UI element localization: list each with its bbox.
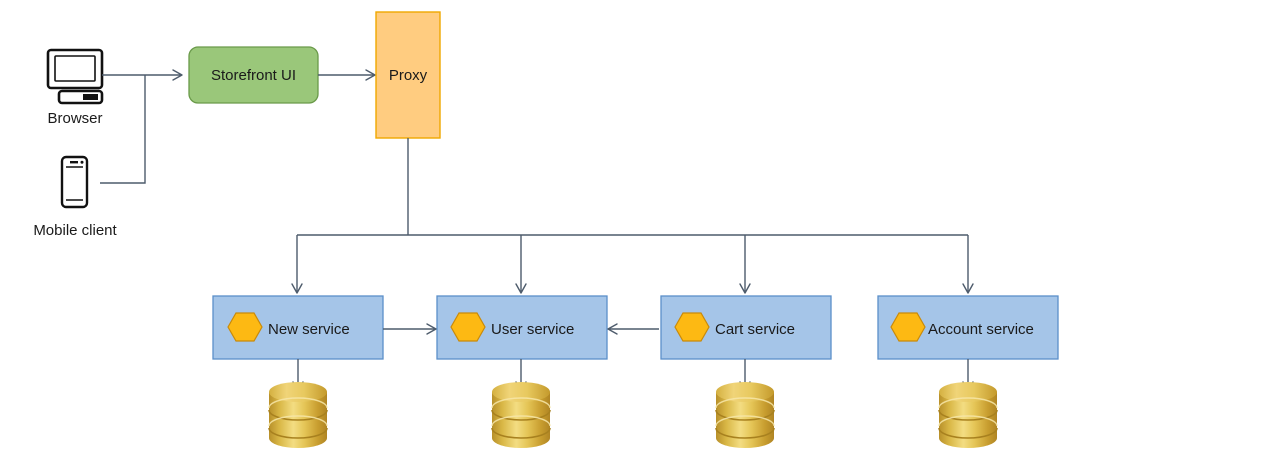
service-node-new-service[interactable]: New service bbox=[212, 295, 384, 360]
service-node-cart-service[interactable]: Cart service bbox=[660, 295, 832, 360]
edge-proxy-to-account-service bbox=[962, 235, 974, 294]
edge-browser-to-storefront bbox=[102, 69, 183, 81]
database-icon-new-service[interactable] bbox=[268, 381, 328, 449]
mobile-phone-icon bbox=[60, 155, 89, 209]
hexagon-icon bbox=[450, 312, 486, 342]
hexagon-icon bbox=[674, 312, 710, 342]
database-icon-cart-service[interactable] bbox=[715, 381, 775, 449]
edge-proxy-to-new-service bbox=[291, 235, 303, 294]
edge-proxy-to-cart-service bbox=[739, 235, 751, 294]
client-label-browser: Browser bbox=[47, 110, 102, 127]
node-proxy[interactable]: Proxy bbox=[375, 11, 441, 139]
service-node-user-service[interactable]: User service bbox=[436, 295, 608, 360]
edge-proxy-to-user-service bbox=[515, 235, 527, 294]
node-label-proxy: Proxy bbox=[389, 67, 428, 84]
service-node-account-service[interactable]: Account service bbox=[877, 295, 1059, 360]
service-label-new-service: New service bbox=[268, 321, 350, 338]
hexagon-icon bbox=[227, 312, 263, 342]
service-label-account-service: Account service bbox=[928, 321, 1034, 338]
node-storefront-ui[interactable]: Storefront UI bbox=[188, 46, 319, 104]
edge-mobile-to-storefront bbox=[100, 75, 146, 184]
database-icon-user-service[interactable] bbox=[491, 381, 551, 449]
edge-cart-service-to-user-service bbox=[607, 323, 659, 335]
edge-proxy-fanout-bus bbox=[297, 138, 968, 236]
client-label-mobile: Mobile client bbox=[33, 222, 117, 239]
service-label-user-service: User service bbox=[491, 321, 574, 338]
desktop-computer-icon bbox=[46, 48, 104, 105]
node-label-storefront-ui: Storefront UI bbox=[211, 67, 296, 84]
edge-new-service-to-user-service bbox=[383, 323, 437, 335]
service-label-cart-service: Cart service bbox=[715, 321, 795, 338]
edge-storefront-to-proxy bbox=[318, 69, 376, 81]
hexagon-icon bbox=[890, 312, 926, 342]
database-icon-account-service[interactable] bbox=[938, 381, 998, 449]
